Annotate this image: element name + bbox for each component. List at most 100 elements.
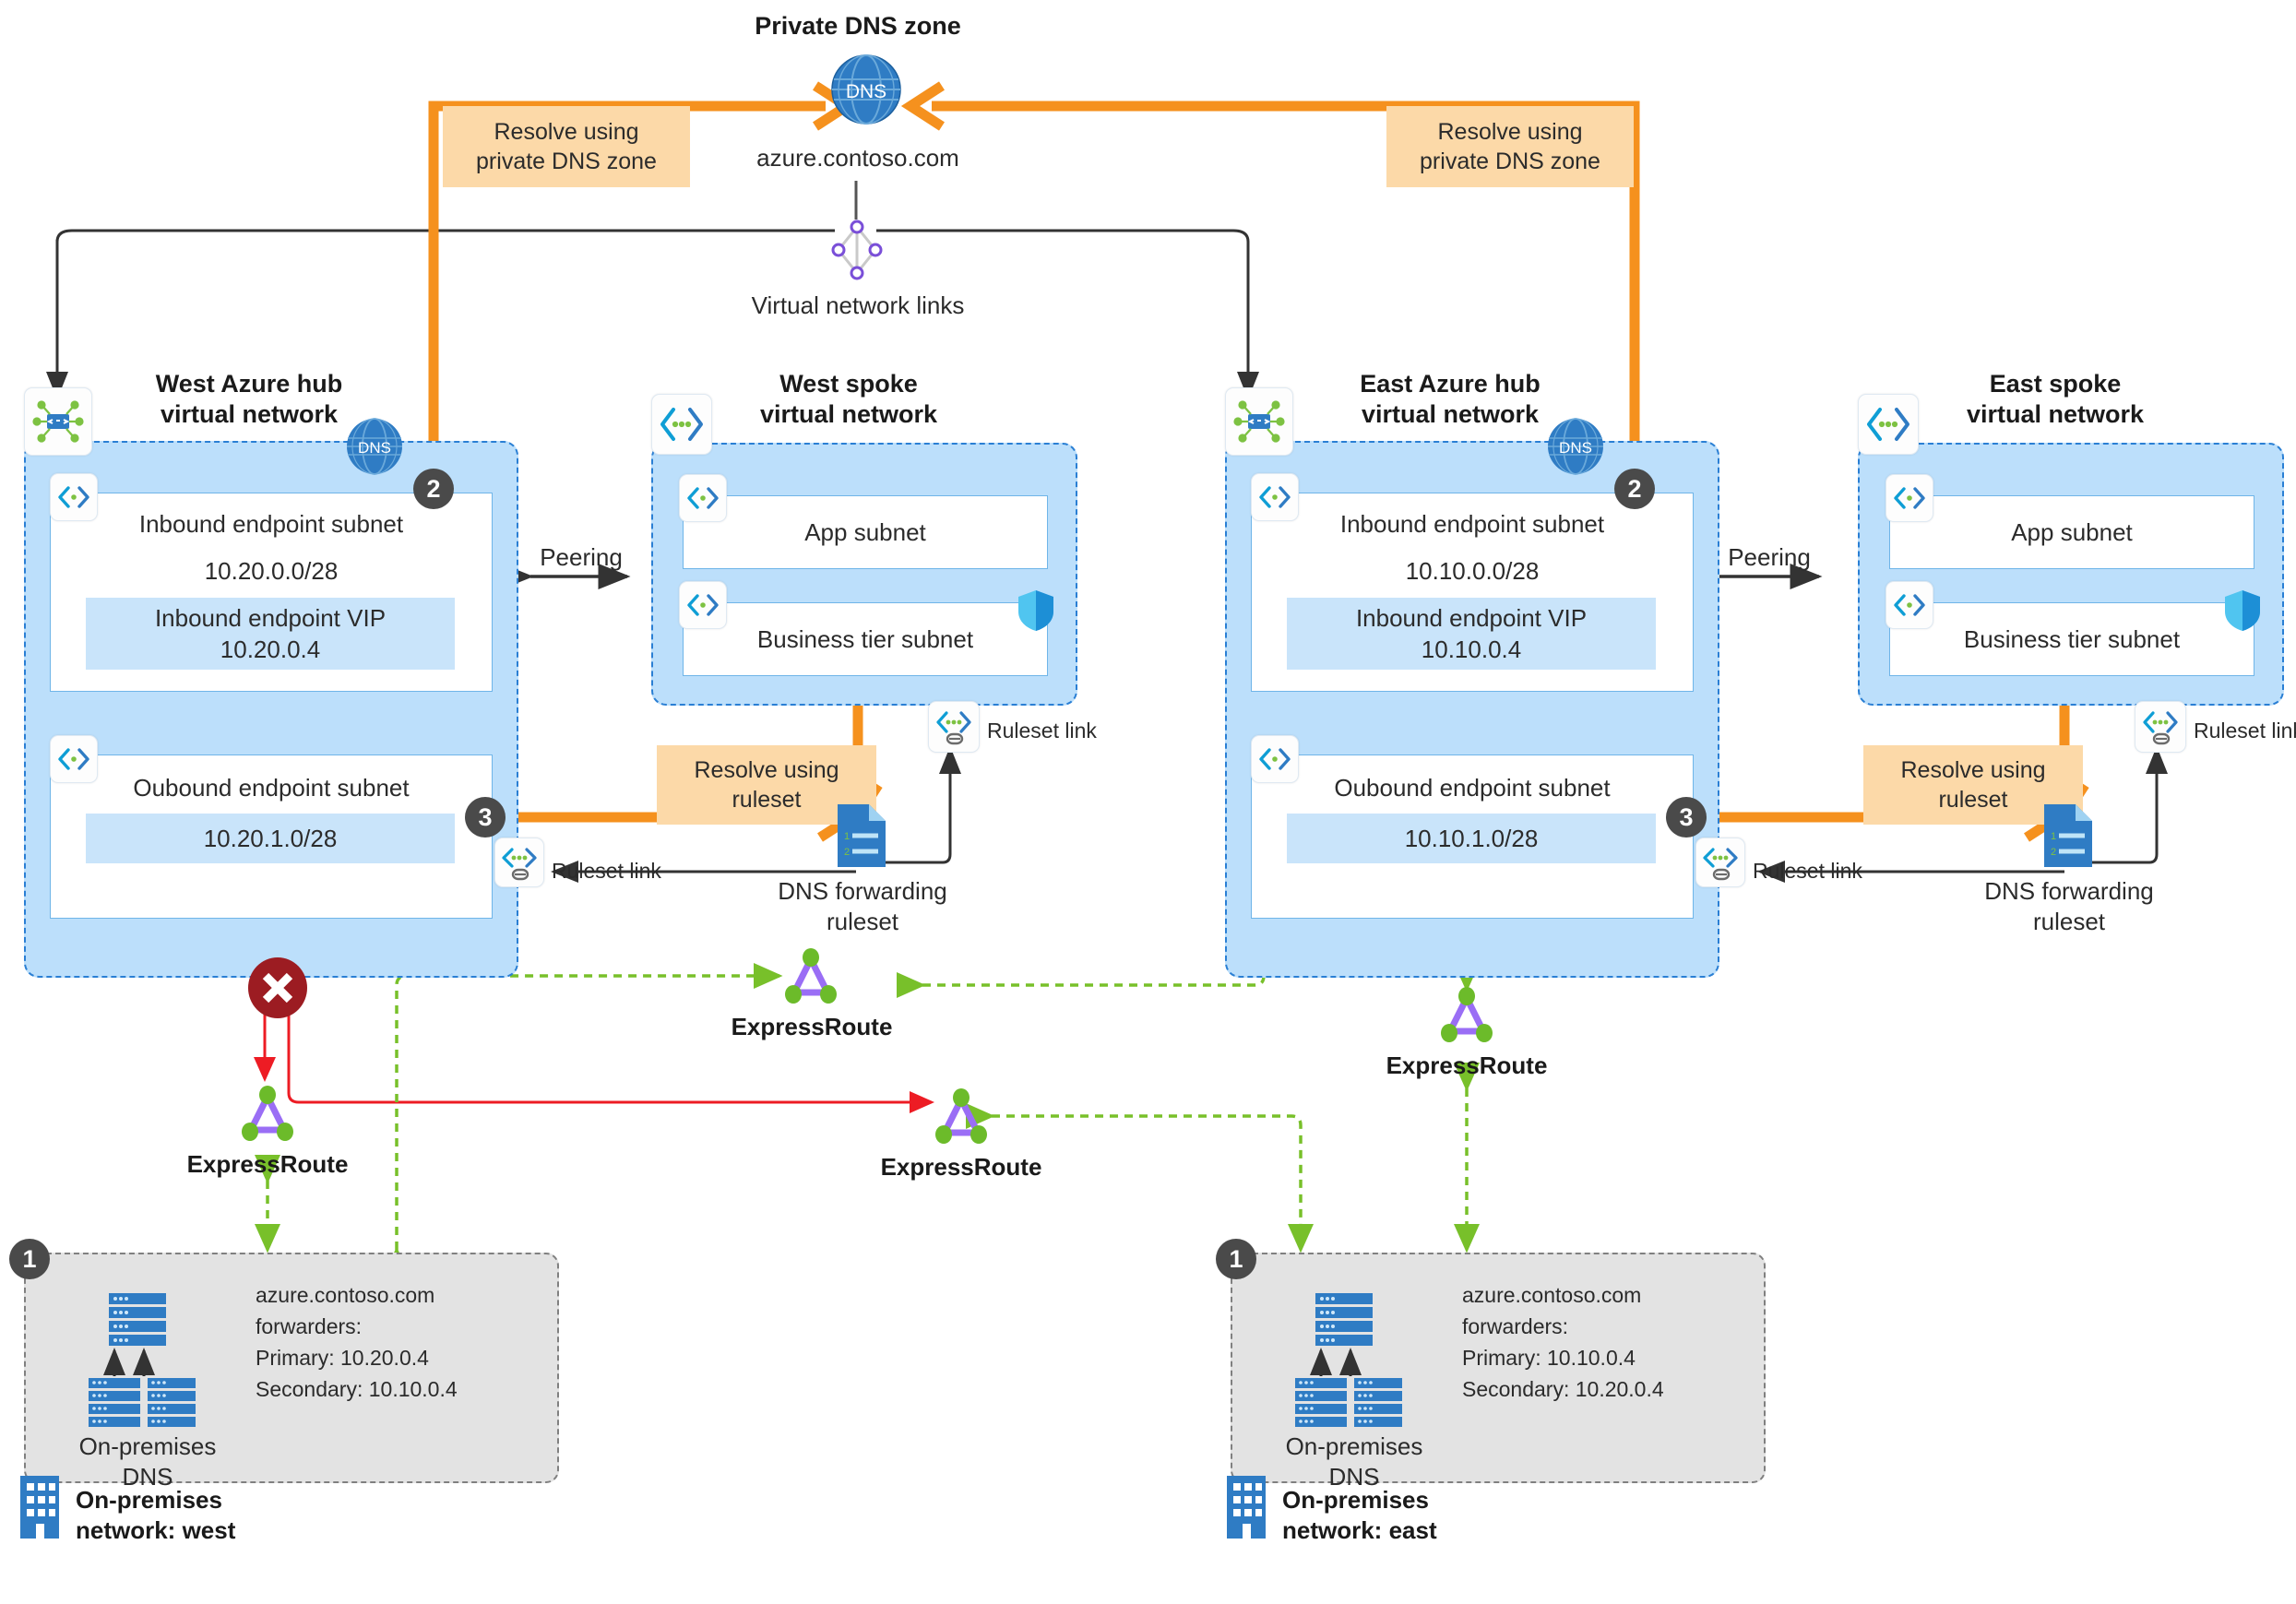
expressroute-west-middle-label: ExpressRoute — [731, 1013, 893, 1040]
private-dns-zone-name: azure.contoso.com — [756, 144, 959, 172]
east-spoke-business-subnet-icon — [1886, 581, 1933, 629]
onprem-west-badge-1: 1 — [9, 1239, 50, 1279]
east-hub-inbound-vip-ip: 10.10.0.4 — [1421, 636, 1522, 663]
west-hub-badge-3: 3 — [465, 797, 506, 838]
east-hub-dns-icon: DNS — [1546, 417, 1605, 476]
west-spoke-business-subnet-label: Business tier subnet — [756, 625, 974, 653]
west-hub-outbound-cidr-box — [86, 814, 455, 863]
expressroute-west-middle-icon — [779, 948, 842, 1005]
svg-text:1: 1 — [844, 831, 850, 842]
west-peering-label: Peering — [540, 543, 623, 571]
onprem-east-office-building-icon — [1225, 1474, 1267, 1540]
west-spoke-shield-icon — [1017, 588, 1055, 633]
svg-text:DNS: DNS — [846, 81, 886, 102]
east-spoke-business-subnet-label: Business tier subnet — [1963, 625, 2181, 653]
west-hub-dns-icon: DNS — [345, 417, 404, 476]
west-hub-outbound-subnet-cidr: 10.20.1.0/28 — [203, 825, 338, 852]
east-hub-outbound-subnet-cidr: 10.10.1.0/28 — [1404, 825, 1539, 852]
expressroute-west-left-icon — [236, 1086, 299, 1143]
west-dns-forwarding-ruleset-icon: 1 2 — [836, 802, 887, 869]
east-spoke-ruleset-link-icon — [2135, 701, 2186, 753]
onprem-west-dns-server-stack-icon — [72, 1289, 201, 1428]
expressroute-east-right-label: ExpressRoute — [1386, 1052, 1548, 1079]
east-hub-virtual-network-icon — [1225, 387, 1293, 456]
east-spoke-shield-icon — [2223, 588, 2262, 633]
east-peering-label: Peering — [1728, 543, 1811, 571]
onprem-east-forwarders-title: forwarders: — [1462, 1314, 1569, 1338]
east-hub-badge-3: 3 — [1666, 797, 1707, 838]
east-spoke-business-subnet — [1889, 602, 2254, 676]
svg-text:DNS: DNS — [358, 439, 391, 457]
west-hub-inbound-vip-ip: 10.20.0.4 — [220, 636, 321, 663]
private-dns-zone-title: Private DNS zone — [755, 12, 961, 40]
onprem-east-forwarders-zone: azure.contoso.com — [1462, 1283, 1642, 1307]
east-hub-inbound-subnet-icon — [1251, 473, 1299, 521]
onprem-east-dns-server-stack-icon — [1279, 1289, 1408, 1428]
west-hub-badge-2: 2 — [413, 469, 454, 509]
west-hub-inbound-subnet-icon — [50, 473, 98, 521]
east-spoke-ruleset-link-label: Ruleset link — [2194, 719, 2296, 743]
west-spoke-app-subnet-label: App subnet — [804, 518, 926, 546]
west-hub-inbound-vip-label: Inbound endpoint VIP — [154, 604, 387, 632]
east-spoke-app-subnet-label: App subnet — [2011, 518, 2133, 546]
east-hub-inbound-vip-box — [1287, 598, 1656, 670]
blocked-x-icon — [247, 957, 308, 1018]
east-hub-inbound-subnet-cidr: 10.10.0.0/28 — [1405, 557, 1540, 585]
east-hub-ruleset-link-label: Ruleset link — [1753, 859, 1862, 883]
east-hub-outbound-subnet-name: Oubound endpoint subnet — [1334, 774, 1611, 802]
east-spoke-virtual-network-icon — [1858, 394, 1919, 455]
west-hub-outbound-subnet-name: Oubound endpoint subnet — [133, 774, 410, 802]
east-hub-outbound-cidr-box — [1287, 814, 1656, 863]
west-spoke-business-subnet — [683, 602, 1048, 676]
onprem-west-forwarders-zone: azure.contoso.com — [256, 1283, 435, 1307]
west-spoke-app-subnet-icon — [679, 474, 727, 522]
virtual-network-links-label: Virtual network links — [751, 291, 965, 319]
west-spoke-business-subnet-icon — [679, 581, 727, 629]
onprem-east-badge-1: 1 — [1216, 1239, 1256, 1279]
east-hub-inbound-subnet-name: Inbound endpoint subnet — [1339, 510, 1605, 538]
west-hub-inbound-subnet-name: Inbound endpoint subnet — [138, 510, 404, 538]
expressroute-east-left-label: ExpressRoute — [880, 1153, 1042, 1181]
west-hub-outbound-subnet-icon — [50, 735, 98, 783]
west-spoke-virtual-network-icon — [651, 394, 712, 455]
onprem-west-forwarder-primary: Primary: 10.20.0.4 — [256, 1346, 429, 1370]
west-hub-virtual-network-icon — [24, 387, 92, 456]
onprem-west-forwarders-title: forwarders: — [256, 1314, 363, 1338]
east-spoke-app-subnet — [1889, 495, 2254, 569]
onprem-west-office-building-icon — [18, 1474, 61, 1540]
expressroute-west-left-label: ExpressRoute — [186, 1150, 349, 1178]
east-hub-outbound-subnet-icon — [1251, 735, 1299, 783]
west-spoke-ruleset-link-label: Ruleset link — [987, 719, 1097, 743]
west-hub-inbound-vip-box — [86, 598, 455, 670]
expressroute-east-left-icon — [930, 1088, 993, 1146]
onprem-east-forwarder-primary: Primary: 10.10.0.4 — [1462, 1346, 1636, 1370]
west-hub-ruleset-link-icon — [494, 838, 544, 887]
west-hub-ruleset-link-label: Ruleset link — [552, 859, 661, 883]
west-hub-inbound-subnet-cidr: 10.20.0.0/28 — [204, 557, 339, 585]
virtual-network-links-icon — [830, 220, 884, 280]
onprem-west-forwarder-secondary: Secondary: 10.10.0.4 — [256, 1377, 458, 1401]
dns-globe-icon: DNS — [830, 53, 902, 125]
expressroute-east-right-icon — [1435, 987, 1498, 1044]
west-spoke-ruleset-link-icon — [928, 701, 980, 753]
east-spoke-app-subnet-icon — [1886, 474, 1933, 522]
east-hub-badge-2: 2 — [1614, 469, 1655, 509]
west-spoke-app-subnet — [683, 495, 1048, 569]
